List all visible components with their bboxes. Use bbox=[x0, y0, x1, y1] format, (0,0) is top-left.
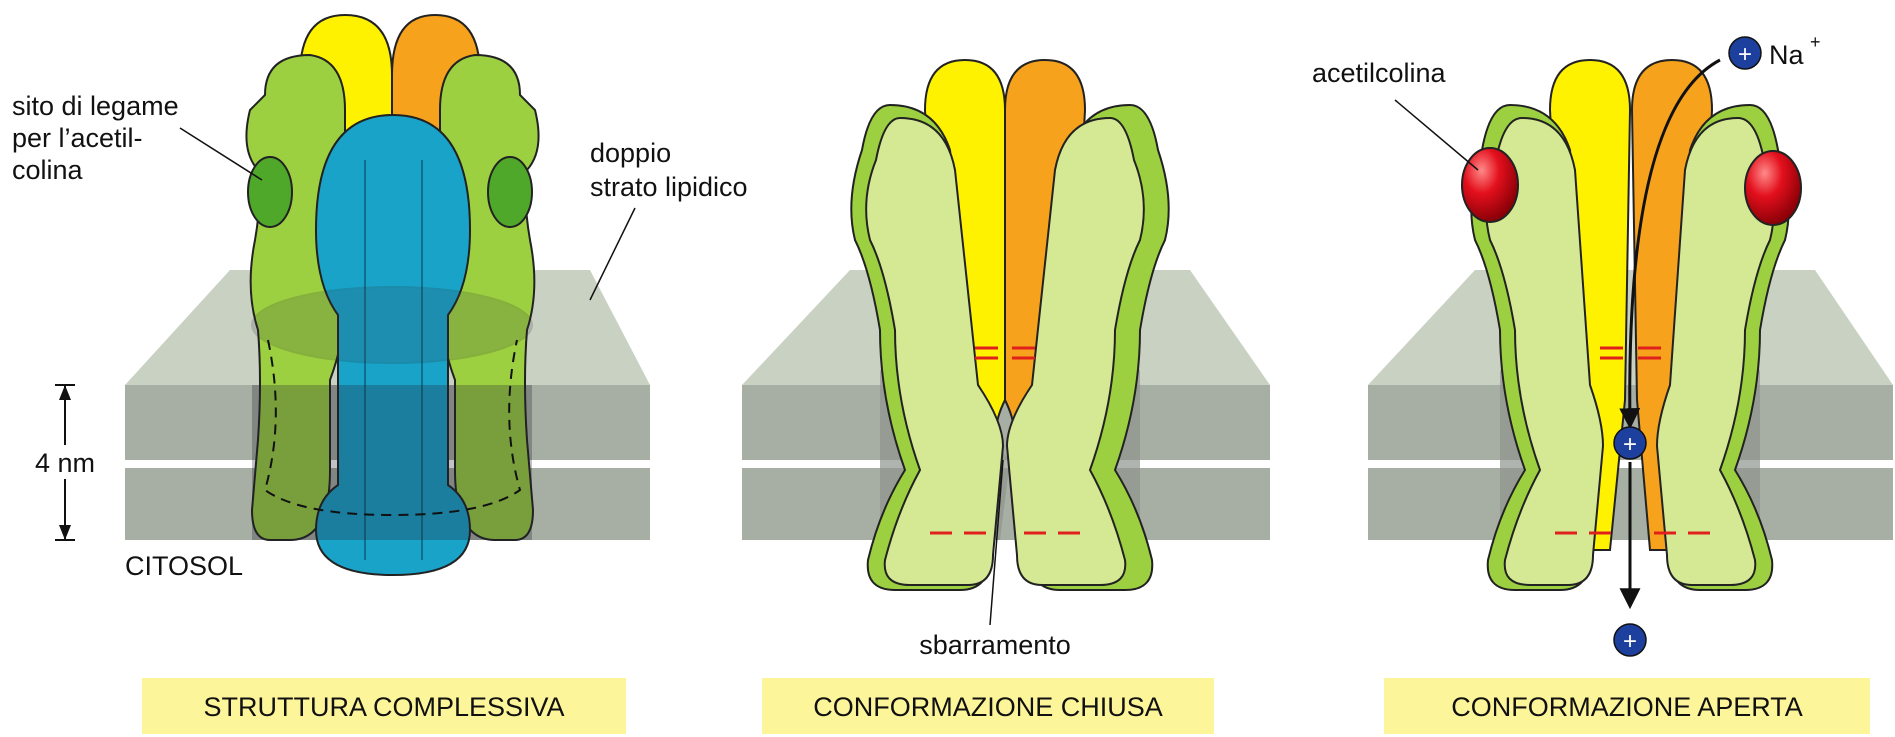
panel-closed-conformation: sbarramento CONFORMAZIONE CHIUSA bbox=[742, 60, 1270, 734]
membrane-shading bbox=[252, 385, 532, 540]
ion-charge-label: + bbox=[1810, 32, 1821, 52]
ligand-label: acetilcolina bbox=[1312, 58, 1447, 88]
bilayer-leader bbox=[590, 208, 635, 300]
ion-symbol-top: + bbox=[1738, 41, 1752, 68]
binding-site-right bbox=[488, 157, 532, 227]
caption-open: CONFORMAZIONE APERTA bbox=[1451, 692, 1803, 722]
binding-site-label-line3: colina bbox=[12, 155, 84, 185]
ion-symbol-mid: + bbox=[1623, 431, 1637, 458]
caption-overall: STRUTTURA COMPLESSIVA bbox=[203, 692, 564, 722]
ion-symbol-bottom: + bbox=[1623, 628, 1637, 655]
caption-closed: CONFORMAZIONE CHIUSA bbox=[813, 692, 1163, 722]
panel-open-conformation: acetilcolina + + + Na + CONFORMAZIONE AP… bbox=[1312, 32, 1893, 734]
ligand-leader bbox=[1395, 100, 1478, 170]
thickness-label: 4 nm bbox=[35, 448, 95, 478]
binding-site-label-line1: sito di legame bbox=[12, 91, 179, 121]
binding-site-label-line2: per l’acetil- bbox=[12, 123, 143, 153]
bilayer-label-line1: doppio bbox=[590, 138, 671, 168]
binding-site-left bbox=[248, 157, 292, 227]
pore-ring-top bbox=[252, 287, 532, 363]
gate-label: sbarramento bbox=[919, 630, 1071, 660]
cytosol-label: CITOSOL bbox=[125, 551, 243, 581]
ion-label: Na bbox=[1769, 40, 1804, 70]
bilayer-label-line2: strato lipidico bbox=[590, 172, 748, 202]
panel-overall-structure: 4 nm CITOSOL sito di legame per l’acetil… bbox=[12, 15, 748, 734]
